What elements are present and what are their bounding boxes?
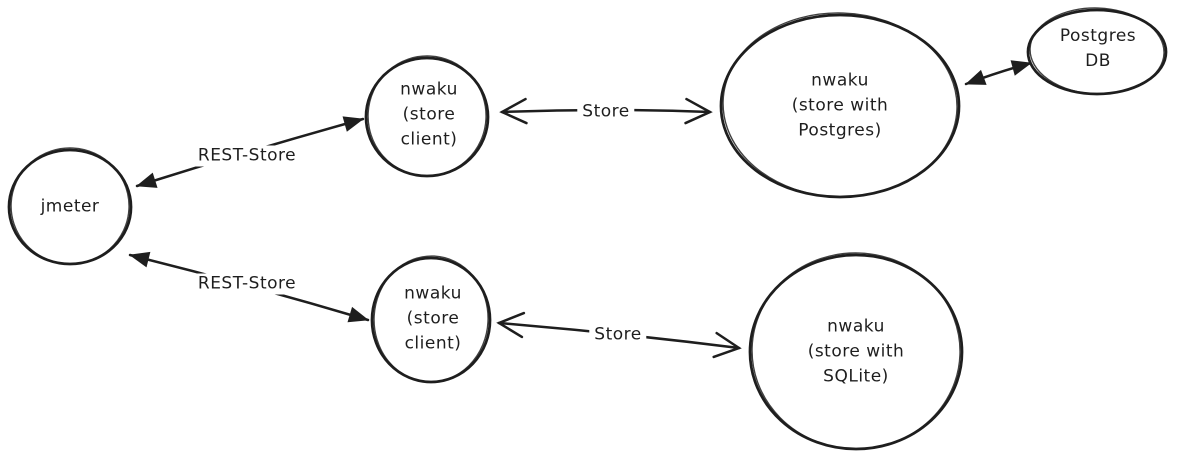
edge-rest-store-bottom-arrow [128,251,370,323]
node-nwaku-store-postgres-shape-echo [722,12,958,198]
edge-rest-store-top-arrow [135,116,365,188]
node-nwaku-store-client-top-shape-echo [367,55,487,177]
edge-store-bottom-arrow [496,311,742,359]
nodes-layer [7,7,1168,451]
node-nwaku-store-client-bottom-shape-echo [373,255,489,383]
node-jmeter-shape-echo [10,147,130,265]
node-nwaku-store-sqlite-shape-echo [751,252,961,450]
edge-store-top-arrow [499,97,713,125]
edge-postgres-db-link-arrow [964,60,1033,86]
node-postgres-db-shape-echo [1029,7,1165,95]
